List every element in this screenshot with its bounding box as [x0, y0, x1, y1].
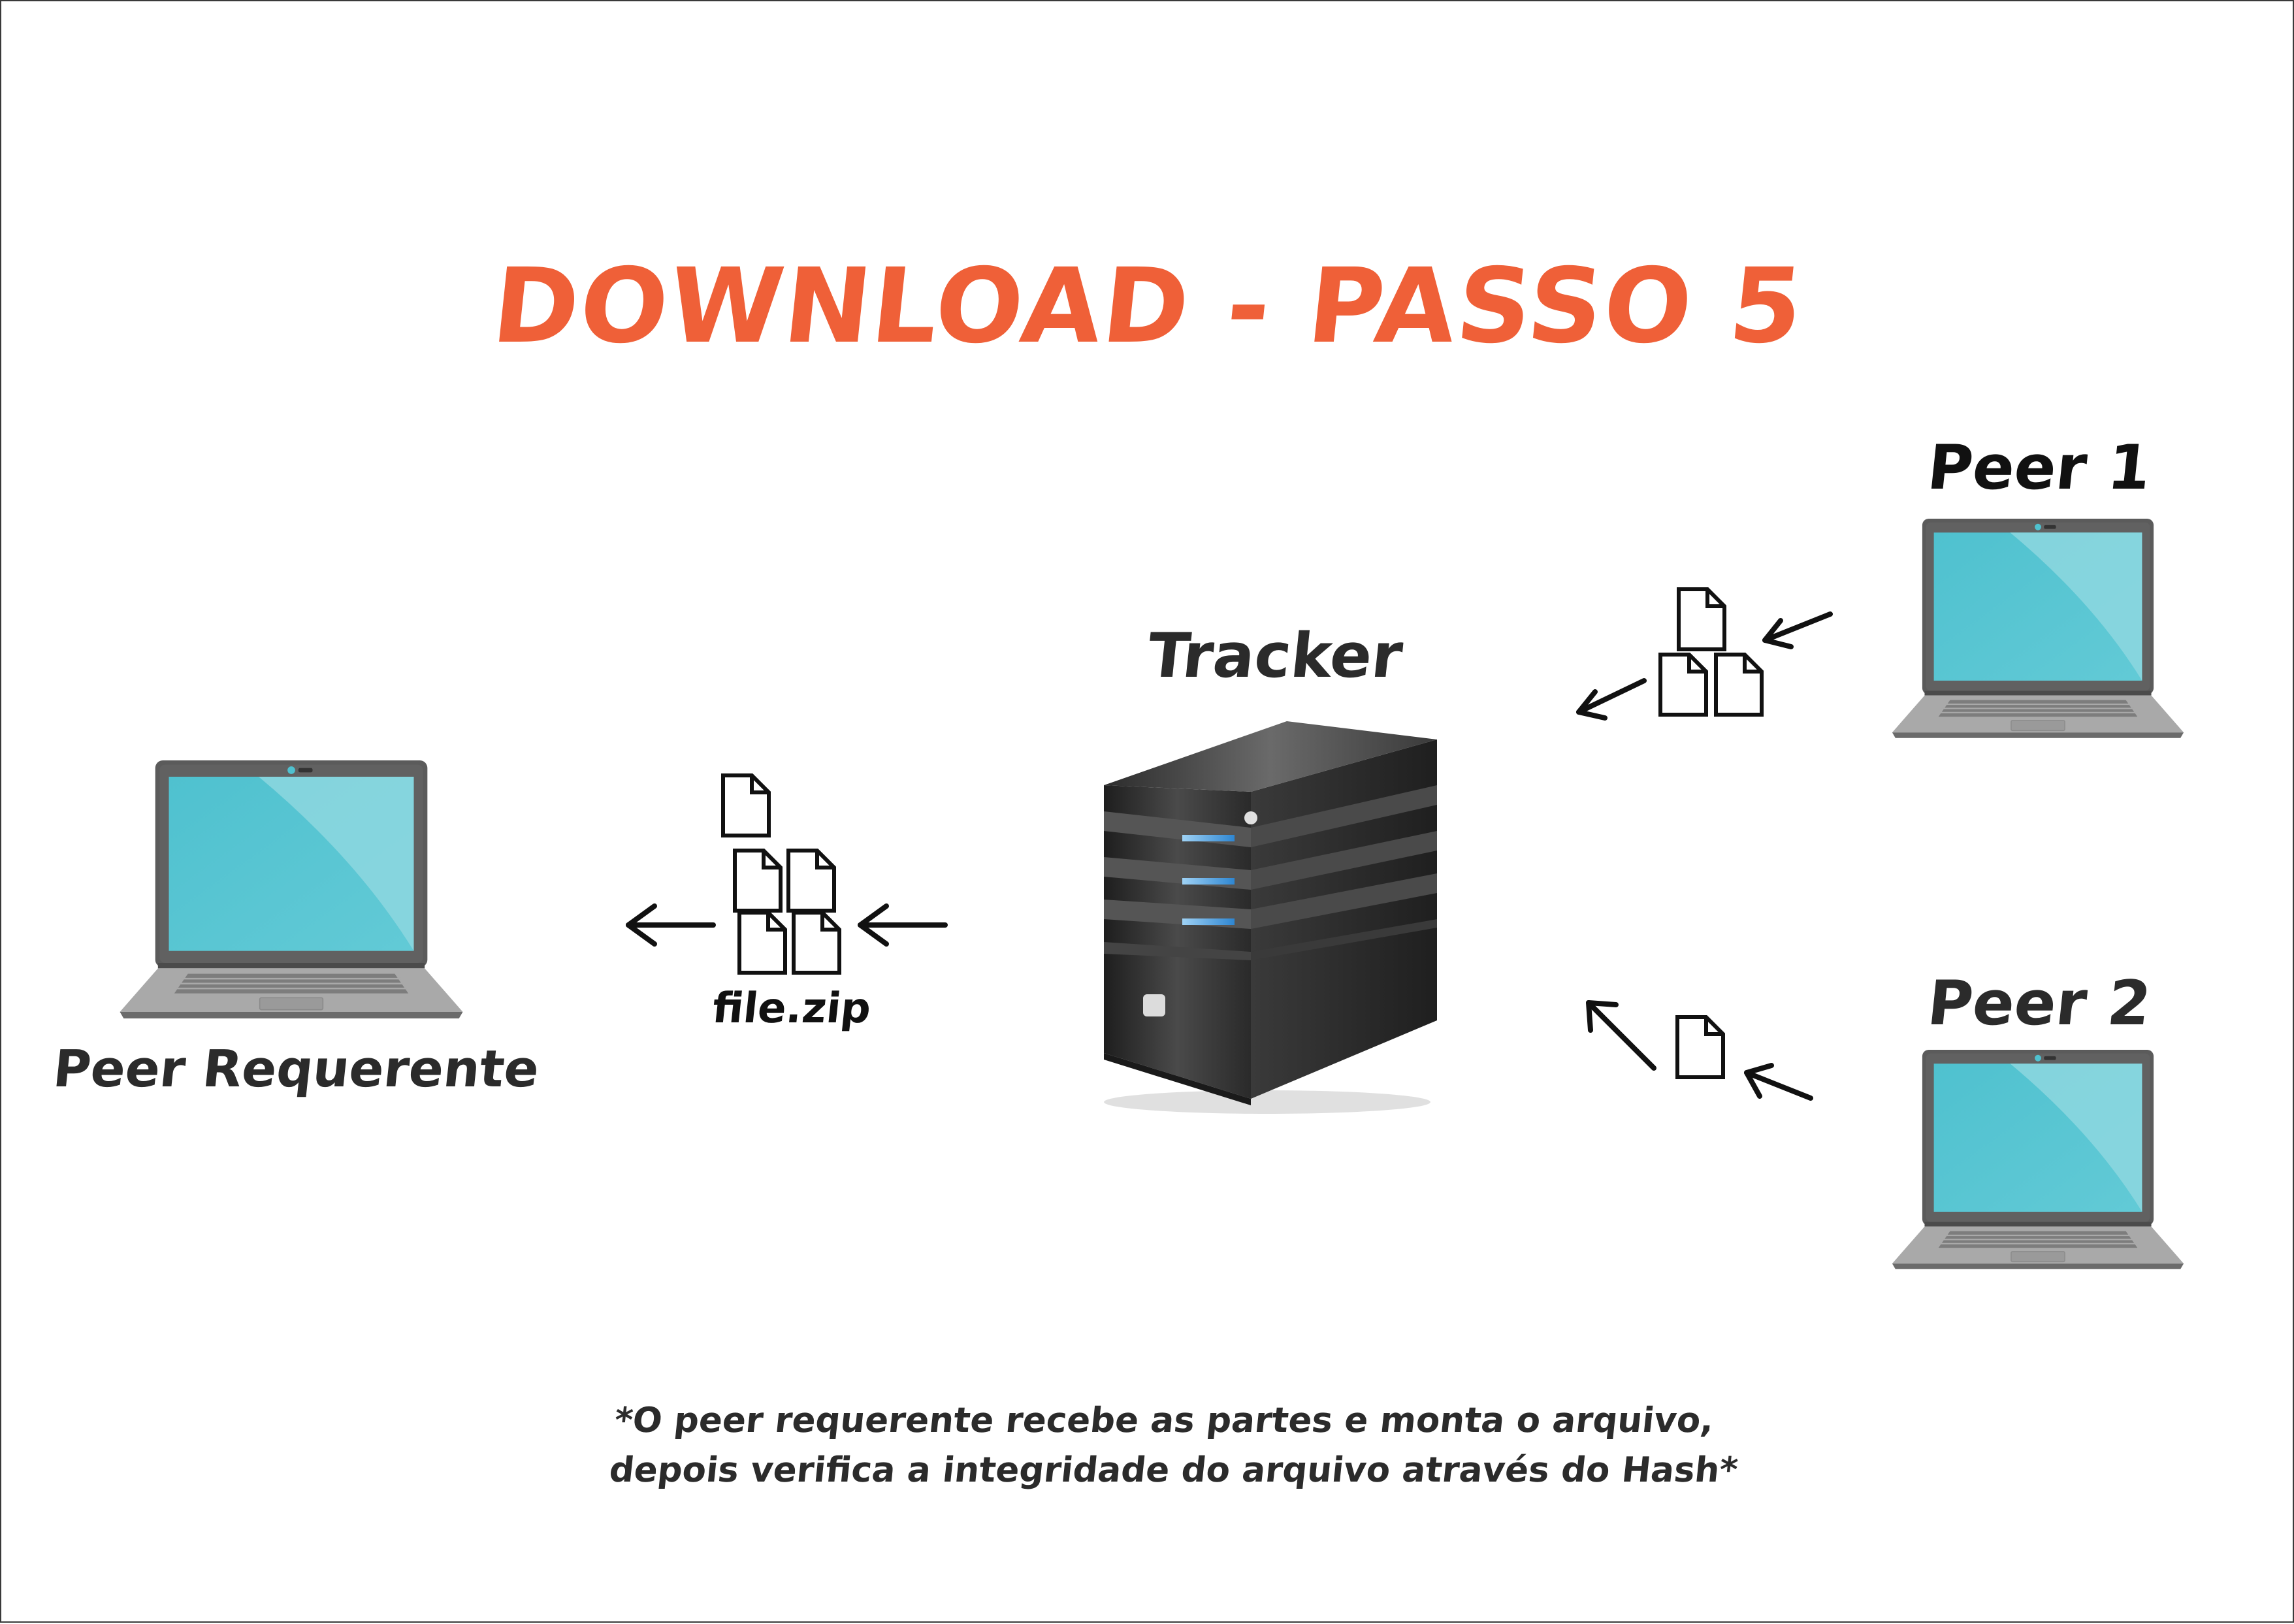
arrow-icon	[1586, 1000, 1656, 1071]
tracker-server-icon	[1104, 721, 1437, 1114]
server-led-3	[1182, 918, 1235, 925]
arrow-icon	[1744, 1063, 1813, 1101]
server-led-2	[1182, 878, 1235, 885]
arrow-icon	[1762, 611, 1833, 649]
left-arrow-icon	[626, 903, 716, 947]
left-arrow-icon	[858, 903, 948, 947]
server-led-1	[1182, 835, 1235, 841]
arrow-icon	[1576, 678, 1647, 721]
